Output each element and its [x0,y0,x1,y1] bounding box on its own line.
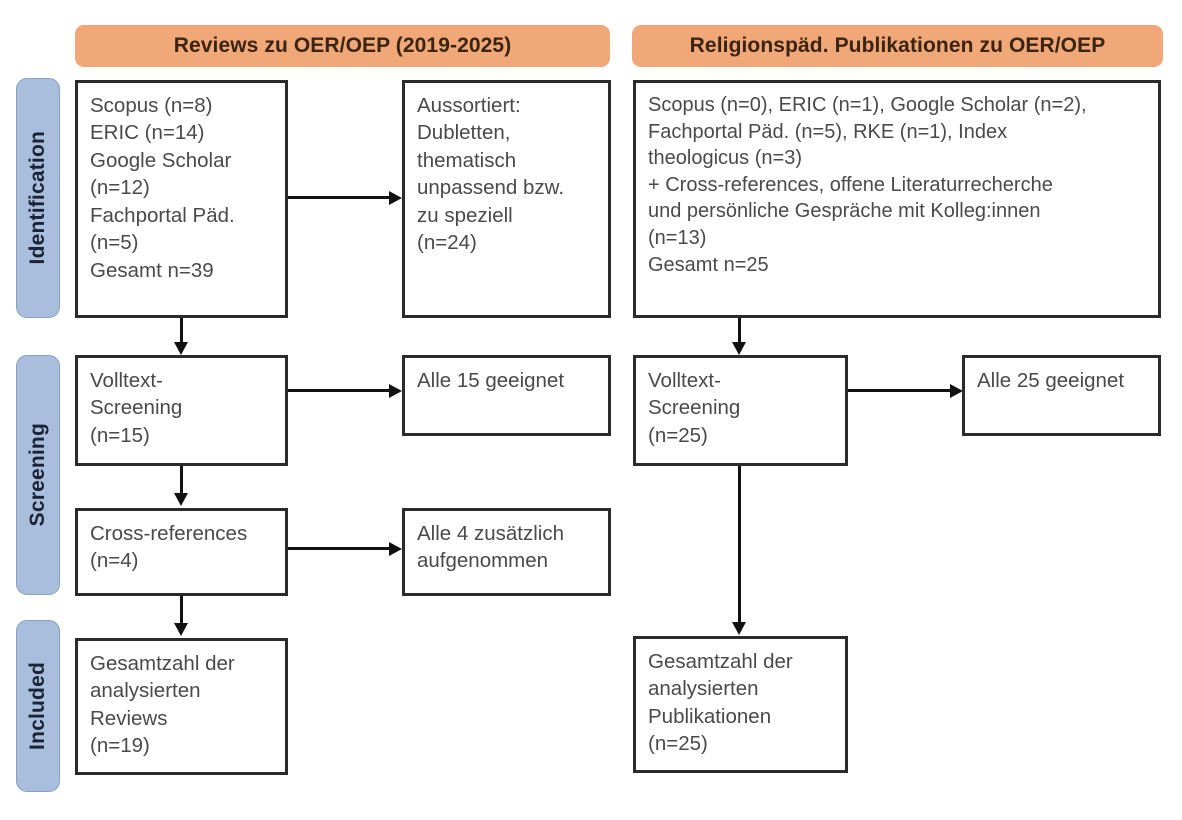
connector-religionspaed-fulltext-to-result [848,389,953,392]
stage-label-screening: Screening [16,355,60,595]
box-reviews-fulltext-result: Alle 15 geeignet [402,355,611,436]
box-reviews-crossrefs: Cross-references (n=4) [75,508,288,596]
connector-reviews-fulltext-to-result [288,389,391,392]
stage-label-identification: Identification [16,78,60,318]
box-religionspaed-sources: Scopus (n=0), ERIC (n=1), Google Scholar… [633,80,1161,318]
box-religionspaed-included: Gesamtzahl der analysierten Publikatione… [633,636,848,773]
connector-reviews-fulltext-to-crossrefs [180,466,183,494]
arrowhead-reviews-sources-to-fulltext [174,342,188,355]
column-header-reviews: Reviews zu OER/OEP (2019-2025) [75,25,610,67]
stage-label-identification-text: Identification [26,131,49,265]
box-religionspaed-fulltext: Volltext- Screening (n=25) [633,355,848,466]
connector-reviews-sources-to-excluded [288,196,391,199]
box-religionspaed-fulltext-result: Alle 25 geeignet [962,355,1161,436]
column-header-religionspaed: Religionspäd. Publikationen zu OER/OEP [632,25,1163,67]
box-reviews-sources: Scopus (n=8) ERIC (n=14) Google Scholar … [75,80,288,318]
box-reviews-crossrefs-result: Alle 4 zusätzlich aufgenommen [402,508,611,596]
connector-religionspaed-fulltext-to-included [738,466,741,623]
connector-reviews-crossrefs-to-result [288,547,391,550]
connector-religionspaed-sources-to-fulltext [738,318,741,343]
column-header-religionspaed-label: Religionspäd. Publikationen zu OER/OEP [689,34,1106,57]
box-reviews-excluded: Aussortiert: Dubletten, thematisch unpas… [402,80,611,318]
box-reviews-included: Gesamtzahl der analysierten Reviews (n=1… [75,638,288,775]
arrowhead-reviews-fulltext-to-crossrefs [174,493,188,506]
box-reviews-fulltext: Volltext- Screening (n=15) [75,355,288,466]
arrowhead-reviews-sources-to-excluded [389,190,402,205]
stage-label-included-text: Included [26,662,49,750]
connector-reviews-sources-to-fulltext [180,318,183,343]
stage-label-included: Included [16,620,60,792]
arrowhead-reviews-fulltext-to-result [389,383,402,398]
stage-label-screening-text: Screening [26,423,49,527]
arrowhead-religionspaed-fulltext-to-result [950,383,963,398]
arrowhead-religionspaed-fulltext-to-included [732,622,746,635]
connector-reviews-crossrefs-to-included [180,596,183,624]
arrowhead-reviews-crossrefs-to-included [174,623,188,636]
column-header-reviews-label: Reviews zu OER/OEP (2019-2025) [173,34,512,57]
arrowhead-religionspaed-sources-to-fulltext [732,342,746,355]
arrowhead-reviews-crossrefs-to-result [389,541,402,556]
